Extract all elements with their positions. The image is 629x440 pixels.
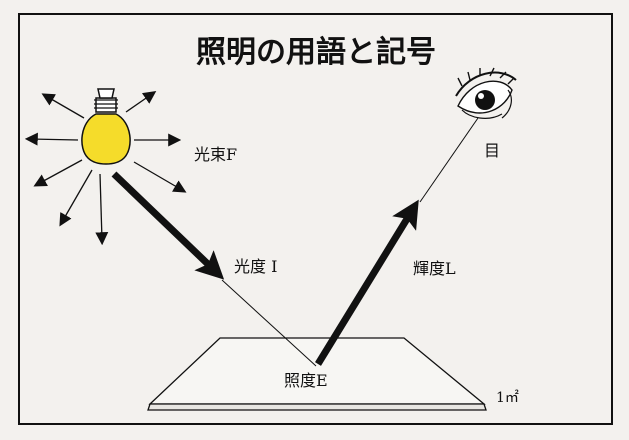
flux-ray xyxy=(59,169,93,227)
luminous-intensity-label: 光度 I xyxy=(234,257,277,276)
eye-icon xyxy=(455,67,517,119)
illuminance-label: 照度E xyxy=(284,371,328,390)
floor-plane-edge xyxy=(147,403,487,411)
reflected-line xyxy=(419,117,479,203)
flux-ray xyxy=(125,91,157,113)
luminance-label: 輝度L xyxy=(413,259,456,278)
incident-line xyxy=(221,279,317,367)
diagram-title: 照明の用語と記号 xyxy=(196,35,436,70)
diagram-frame xyxy=(18,13,613,425)
flux-ray xyxy=(24,132,79,146)
light-bulb-icon xyxy=(81,88,131,165)
area-label: 1㎡ xyxy=(496,390,519,406)
intensity-arrow xyxy=(111,171,225,280)
flux-ray xyxy=(133,161,187,193)
flux-rays xyxy=(24,91,187,246)
flux-ray xyxy=(33,159,83,187)
flux-ray xyxy=(41,93,85,119)
luminance-arrow xyxy=(315,199,419,366)
eye-label: 目 xyxy=(484,141,500,160)
luminous-flux-label: 光束F xyxy=(194,145,237,164)
flux-ray xyxy=(95,173,109,246)
